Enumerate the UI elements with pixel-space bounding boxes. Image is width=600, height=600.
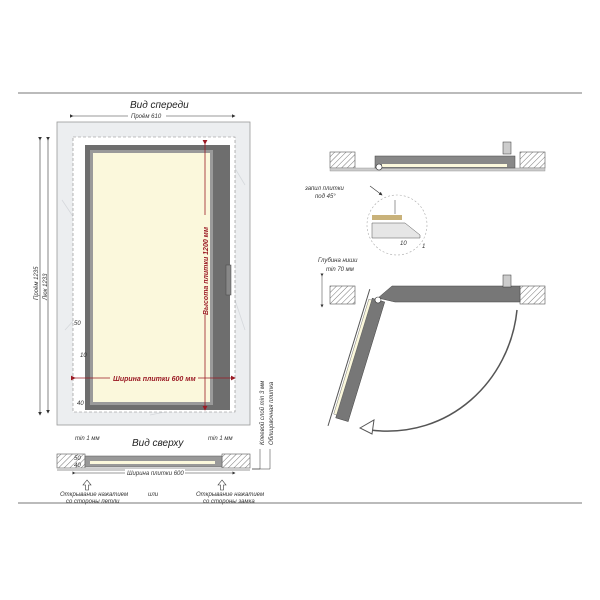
- hinge-icon: [375, 163, 383, 171]
- bevel-label-1: запил плитки: [304, 186, 345, 192]
- opening-arc-arrow: [369, 309, 518, 432]
- open-lock-line1: Открывание нажатием: [196, 492, 264, 498]
- facing-tile-label: Облицовочная плитка: [269, 381, 275, 445]
- open-hinge-line1: Открывание нажатием: [60, 492, 128, 498]
- detail-dim-10: 10: [400, 241, 407, 247]
- niche-depth-label-2: min 70 мм: [326, 267, 354, 273]
- top-view-title: Вид сверху: [132, 438, 184, 449]
- lock-icon: [502, 141, 512, 155]
- top-view: Вид сверху 50 40 Ширина плитки 600 Клеев…: [56, 381, 275, 505]
- dim-10: 10: [80, 353, 87, 359]
- niche-depth-label-1: Глубина ниши: [318, 258, 358, 264]
- detail-dim-1: 1: [422, 244, 425, 250]
- bevel-label-2: под 45°: [315, 194, 336, 200]
- opening-width-label: Проём 610: [131, 114, 162, 120]
- top-tile-width-label: Ширина плитки 600: [127, 471, 184, 477]
- gap-right-label: min 1 мм: [208, 436, 233, 442]
- arrow-up-icon: [217, 479, 227, 491]
- dim-40: 40: [77, 401, 84, 407]
- hinge-icon: [374, 296, 382, 304]
- tile-width-label: Ширина плитки 600 мм: [113, 376, 196, 383]
- top-dim-40: 40: [74, 463, 81, 469]
- or-label: или: [148, 492, 159, 498]
- hatch-height-label: Люк 1233: [43, 273, 49, 301]
- section-open: Глубина ниши min 70 мм: [318, 258, 546, 435]
- open-lock-line2: со стороны замка: [203, 499, 255, 505]
- front-view: Вид спереди Проём 610 Проём 1235 Люк 123…: [34, 100, 251, 442]
- tile-area: [93, 153, 210, 402]
- opening-height-label: Проём 1235: [34, 266, 40, 300]
- tile-height-label: Высота плитки 1200 мм: [203, 226, 210, 315]
- open-hinge-line2: со стороны петли: [66, 499, 120, 505]
- lock-icon: [502, 274, 512, 288]
- adhesive-label: Клеевой слой min 3 мм: [259, 381, 266, 445]
- gap-left-label: min 1 мм: [75, 436, 100, 442]
- dim-50: 50: [74, 321, 81, 327]
- front-view-title: Вид спереди: [130, 100, 189, 111]
- arrow-up-icon: [82, 479, 92, 491]
- lock-icon: [225, 264, 232, 296]
- top-dim-50: 50: [74, 456, 81, 462]
- section-closed: запил плитки под 45° 10 1: [304, 141, 546, 256]
